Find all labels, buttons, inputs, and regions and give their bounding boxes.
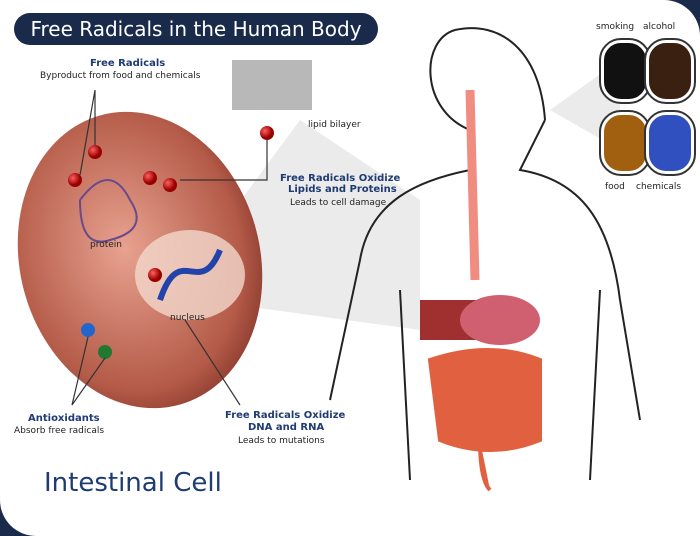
- label-oxidize-lipids: Free Radicals Oxidize: [280, 173, 401, 184]
- label-oxidize-dna-2: DNA and RNA: [248, 422, 325, 433]
- label-oxidize-lipids-2: Lipids and Proteins: [288, 184, 397, 195]
- label-antioxidants-sub: Absorb free radicals: [14, 426, 105, 436]
- label-oxidize-dna: Free Radicals Oxidize: [225, 410, 346, 421]
- label-free-radicals-sub: Byproduct from food and chemicals: [40, 71, 201, 81]
- label-antioxidants: Antioxidants: [28, 413, 100, 424]
- label-oxidize-dna-sub: Leads to mutations: [238, 436, 325, 446]
- food-image: [599, 110, 651, 176]
- label-alcohol: alcohol: [643, 22, 676, 32]
- label-protein: protein: [90, 240, 122, 250]
- label-free-radicals: Free Radicals: [90, 58, 166, 69]
- smoking-image: [599, 38, 651, 104]
- label-food: food: [605, 182, 625, 192]
- label-lipid-bilayer: lipid bilayer: [308, 120, 361, 130]
- alcohol-image: [644, 38, 696, 104]
- label-oxidize-lipids-sub: Leads to cell damage: [290, 198, 387, 208]
- page-title: Free Radicals in the Human Body: [14, 13, 378, 45]
- lipid-bilayer-shape: [232, 60, 312, 110]
- label-nucleus: nucleus: [170, 313, 205, 323]
- label-smoking: smoking: [596, 22, 635, 32]
- chemicals-image: [644, 110, 696, 176]
- label-chemicals: chemicals: [636, 182, 682, 192]
- cell-title: Intestinal Cell: [44, 468, 222, 498]
